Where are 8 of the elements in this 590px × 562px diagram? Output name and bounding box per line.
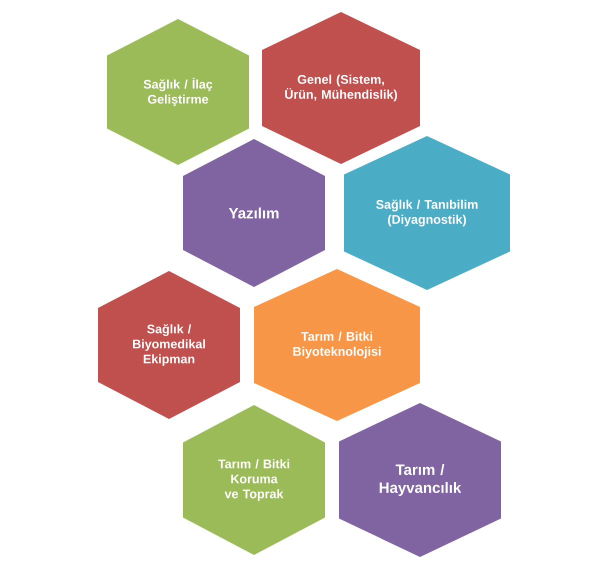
hexagon: Sağlık / Tanıbilim (Diyagnostik) — [344, 136, 510, 290]
hexagon: Sağlık / İlaç Geliştirme — [107, 19, 249, 165]
hexagon: Sağlık / Biyomedikal Ekipman — [98, 271, 240, 419]
hexagon: Tarım / Bitki Koruma ve Toprak — [183, 405, 325, 555]
hexagon: Genel (Sistem, Ürün, Mühendislik) — [262, 12, 420, 164]
hexagon: Yazılım — [183, 139, 325, 287]
hexagon: Tarım / Hayvancılık — [339, 403, 501, 557]
hexagon: Tarım / Bitki Biyoteknolojisi — [254, 269, 420, 421]
